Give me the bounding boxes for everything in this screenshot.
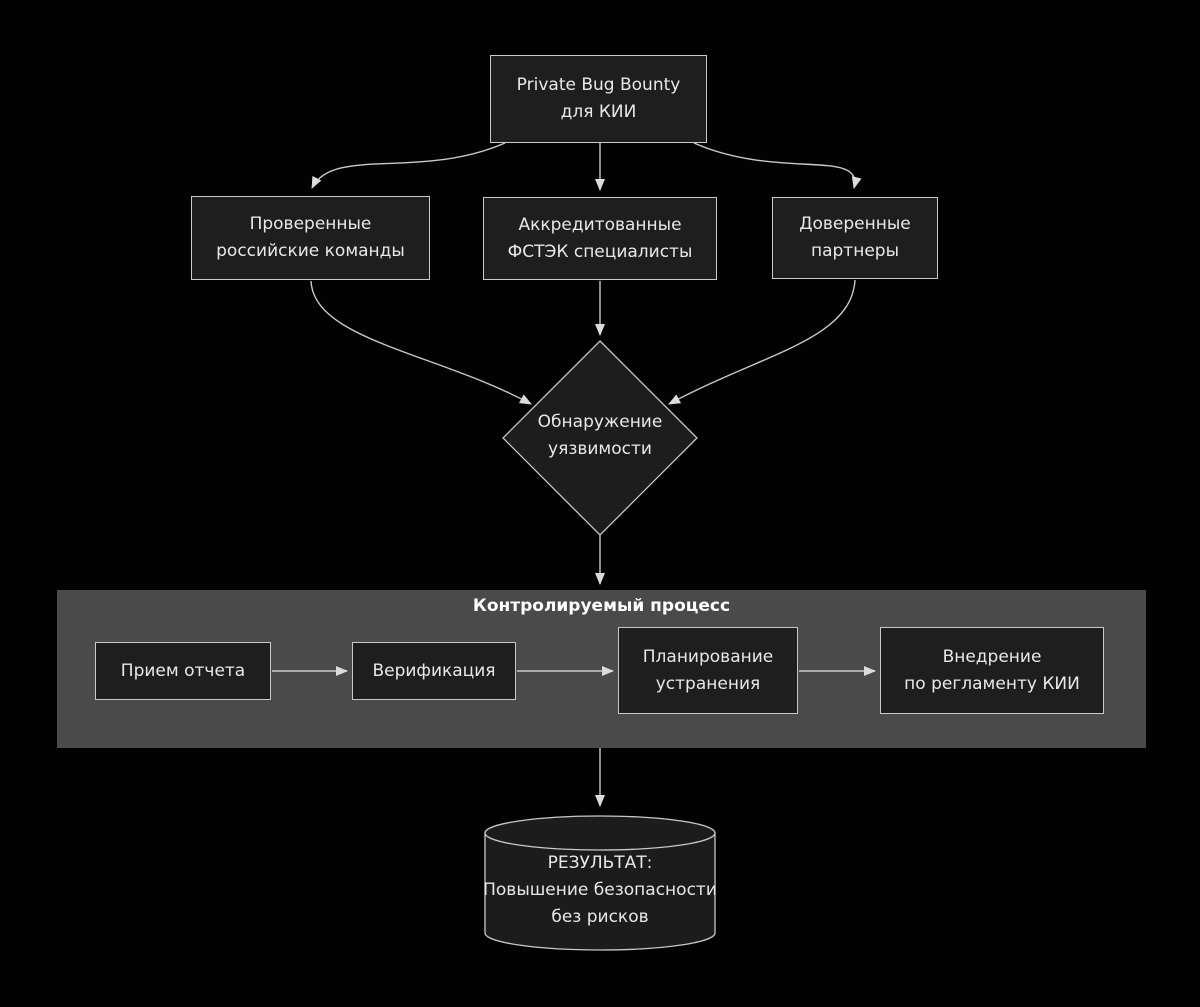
- diamond-detection-label: Обнаружение уязвимости: [505, 409, 695, 463]
- edge-root-to-teams: [311, 142, 506, 189]
- edge-root-to-partners: [693, 142, 862, 189]
- node-verified-teams: Проверенные российские команды: [191, 196, 430, 280]
- result-label-line: Повышение безопасности: [483, 880, 717, 900]
- cylinder-result-shape: [484, 815, 716, 951]
- edge-teams-to-detection: [310, 280, 532, 405]
- node-label-line: Проверенные: [249, 214, 372, 234]
- step-verification: Верификация: [352, 642, 516, 700]
- step-report-intake: Прием отчета: [95, 642, 271, 700]
- process-container-title: Контролируемый процесс: [472, 596, 731, 616]
- node-trusted-partners: Доверенные партнеры: [772, 197, 938, 279]
- edge-partners-to-detection: [668, 279, 856, 405]
- step-label-line: Верификация: [372, 660, 496, 681]
- step-label-line: Планирование: [642, 646, 774, 667]
- node-label-line: партнеры: [810, 241, 899, 261]
- step-label-line: устранения: [655, 673, 761, 694]
- node-label-line: Private Bug Bounty: [516, 75, 681, 95]
- diamond-label-line: уязвимости: [548, 439, 652, 459]
- node-label-line: ФСТЭК специалисты: [507, 241, 693, 262]
- result-label-line: без рисков: [551, 907, 649, 927]
- node-label-line: для КИИ: [560, 102, 637, 122]
- step-kii-implementation: Внедрение по регламенту КИИ: [880, 627, 1104, 714]
- result-label-line: РЕЗУЛЬТАТ:: [547, 853, 653, 873]
- step-label-line: по регламенту КИИ: [904, 673, 1080, 694]
- cylinder-result-label: РЕЗУЛЬТАТ: Повышение безопасности без ри…: [455, 850, 745, 931]
- step-remediation-planning: Планирование устранения: [618, 627, 798, 714]
- node-fstek-specialists: Аккредитованные ФСТЭК специалисты: [483, 197, 717, 280]
- node-label-line: Аккредитованные: [518, 214, 682, 235]
- step-label-line: Прием отчета: [120, 660, 246, 681]
- step-label-line: Внедрение: [942, 646, 1042, 667]
- diamond-label-line: Обнаружение: [537, 412, 663, 432]
- node-private-bug-bounty: Private Bug Bounty для КИИ: [490, 55, 707, 143]
- node-label-line: российские команды: [216, 241, 405, 261]
- node-label-line: Доверенные: [799, 214, 911, 234]
